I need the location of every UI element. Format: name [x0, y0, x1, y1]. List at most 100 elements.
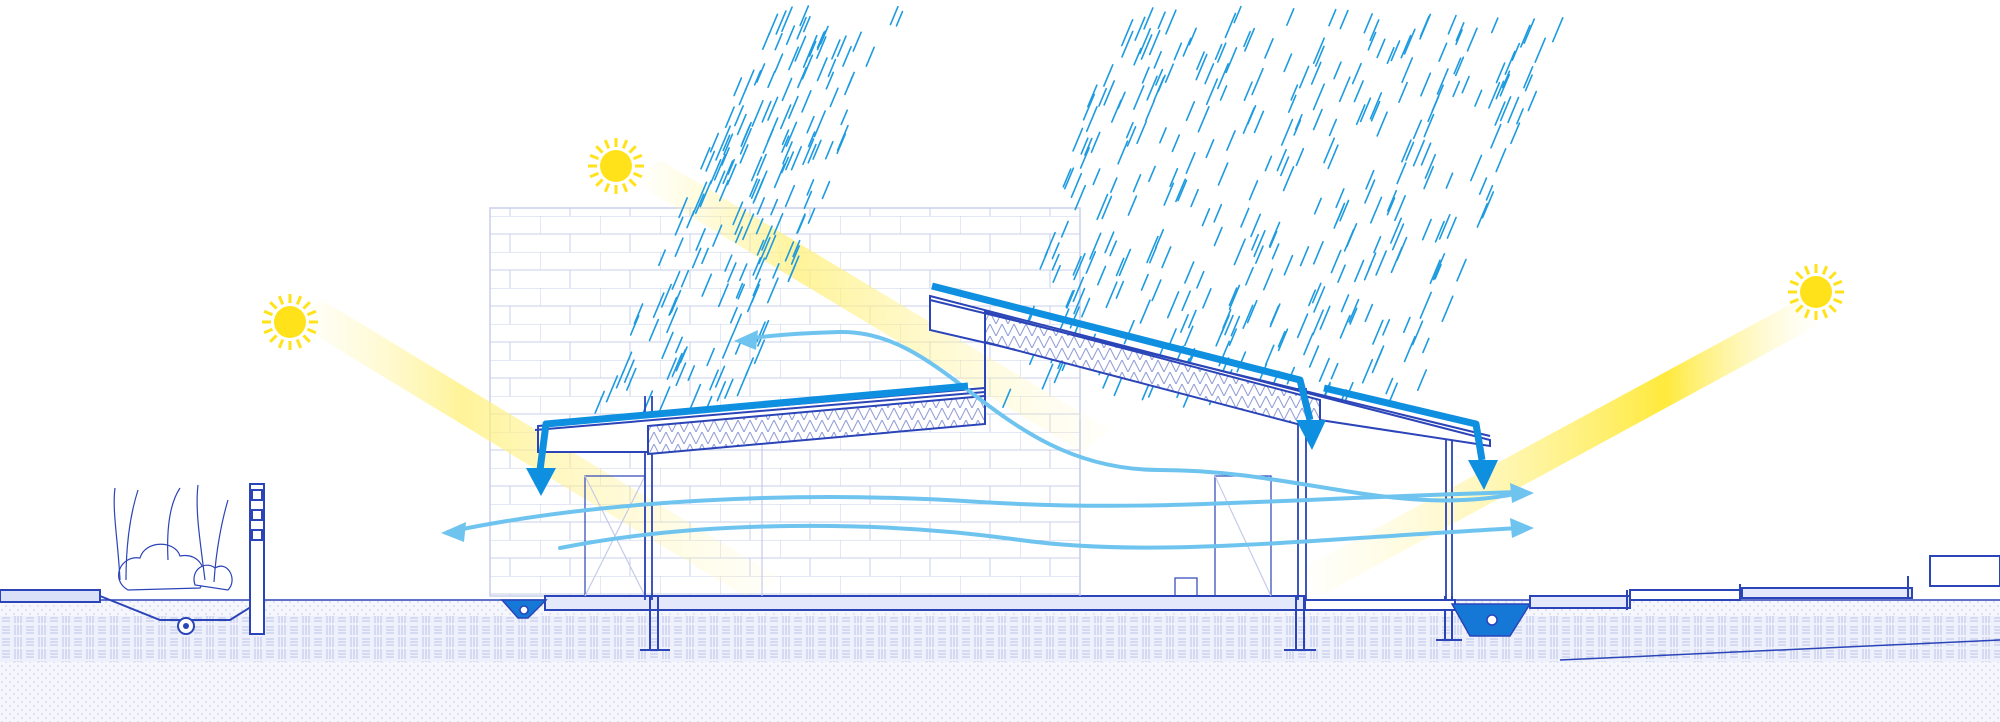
- rain-streak: [816, 57, 828, 82]
- rain-streak: [1454, 56, 1465, 77]
- rain-streak: [727, 158, 736, 175]
- rain-streak: [691, 247, 702, 269]
- rain-streak: [1072, 255, 1082, 276]
- rain-streak: [1432, 253, 1446, 281]
- rain-streak: [1180, 314, 1189, 333]
- rain-streak: [836, 124, 849, 152]
- sun-beam-top: [630, 160, 1110, 452]
- rain-streak: [1269, 230, 1278, 249]
- rain-streak: [1177, 179, 1188, 202]
- upper-airflow-head: [734, 330, 758, 350]
- sun-ray: [603, 182, 611, 193]
- rain-streak: [1280, 118, 1294, 146]
- rain-streak: [1070, 172, 1083, 199]
- rain-streak: [746, 286, 759, 313]
- rain-streak: [678, 197, 688, 219]
- rain-streak: [1214, 43, 1223, 61]
- rain-streak: [750, 156, 763, 182]
- rain-streak: [1330, 249, 1342, 274]
- rain-streak: [1412, 139, 1425, 167]
- rain-streak: [605, 375, 619, 403]
- rain-streak: [1478, 177, 1488, 195]
- sun-ray: [306, 327, 317, 335]
- rain-streak: [1117, 140, 1129, 165]
- rain-streak: [829, 87, 839, 108]
- rain-streak: [666, 307, 679, 334]
- rain-streak: [739, 127, 752, 155]
- rain-streak: [1419, 291, 1432, 319]
- rain-streak: [739, 144, 749, 164]
- rain-streak: [1074, 184, 1087, 211]
- rain-streak: [1105, 281, 1118, 309]
- rain-streak: [700, 146, 711, 170]
- sun-ray: [1803, 308, 1811, 319]
- rain-streak: [701, 247, 709, 265]
- rain-streak: [806, 115, 815, 134]
- rain-streak: [737, 283, 745, 300]
- rain-streak: [1182, 37, 1192, 57]
- rain-streak: [836, 35, 847, 57]
- rain-streak: [1139, 299, 1151, 324]
- rain-streak: [889, 5, 899, 26]
- rain-streak: [1382, 318, 1391, 336]
- rain-streak: [1490, 17, 1499, 34]
- rain-streak: [1495, 80, 1505, 100]
- sun-beam-right: [1296, 298, 1824, 596]
- rain-streak: [715, 170, 726, 193]
- rain-streak: [1155, 68, 1164, 86]
- rain-streak: [1082, 93, 1096, 121]
- sun-ray: [1828, 271, 1837, 280]
- rain-streak: [756, 153, 767, 176]
- rain-streak: [1264, 155, 1273, 172]
- rain-streak: [1096, 265, 1107, 286]
- rain-streak: [761, 100, 772, 123]
- rain-streak: [1365, 169, 1375, 190]
- rain-streak: [781, 156, 790, 174]
- rain-streak: [689, 383, 702, 410]
- rain-streak: [1441, 295, 1454, 323]
- rain-streak: [785, 121, 798, 147]
- sun-ray: [269, 301, 278, 310]
- rain-streak: [1308, 345, 1320, 368]
- rain-streak: [625, 367, 637, 391]
- rain-streak: [674, 237, 684, 258]
- rain-streak: [1461, 75, 1470, 94]
- rain-streak: [1419, 15, 1430, 38]
- rain-streak: [1185, 101, 1196, 122]
- sun-ray: [589, 153, 600, 161]
- rain-streak: [726, 163, 737, 186]
- left-rain: [594, 5, 904, 416]
- rain-streak: [1148, 29, 1161, 56]
- rain-streak: [844, 75, 854, 96]
- rain-streak: [1373, 235, 1382, 254]
- rain-streak: [1434, 220, 1445, 243]
- middle-airflow: [558, 523, 1522, 550]
- rain-streak: [1339, 199, 1350, 222]
- rain-streak: [1115, 280, 1125, 299]
- rain-streak: [1452, 80, 1461, 98]
- rain-streak: [825, 71, 835, 90]
- rain-streak: [1436, 68, 1449, 95]
- rain-streak: [641, 390, 654, 416]
- rain-streak: [790, 145, 802, 171]
- sun-ray: [1828, 304, 1837, 313]
- sun-ray: [1821, 308, 1829, 319]
- rain-streak: [799, 5, 810, 27]
- rain-streak: [1372, 319, 1384, 345]
- rain-streak: [1363, 263, 1372, 281]
- rain-streak: [1062, 168, 1072, 188]
- rain-streak: [807, 207, 816, 224]
- rain-streak: [697, 181, 708, 202]
- rain-streak: [1438, 42, 1448, 62]
- rain-streak: [671, 352, 683, 378]
- left-paving: [0, 483, 265, 635]
- rain-streak: [1369, 19, 1380, 42]
- sun-ray: [628, 145, 637, 154]
- rain-streak: [1248, 180, 1259, 201]
- rain-streak: [1351, 62, 1362, 85]
- rain-streak: [1110, 177, 1118, 194]
- rain-streak: [1293, 119, 1302, 136]
- rain-streak: [794, 35, 807, 62]
- rain-streak: [770, 198, 779, 216]
- rain-streak: [1312, 37, 1325, 64]
